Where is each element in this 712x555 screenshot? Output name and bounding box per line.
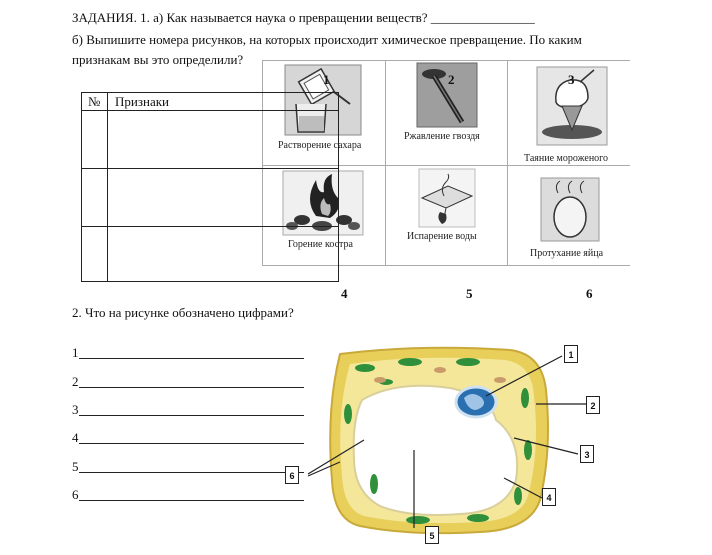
answer-line-3[interactable]: 3 [72,402,304,418]
picture-number-4: 4 [341,286,348,301]
answer-number: 1 [72,345,79,360]
grid-v3 [507,60,508,265]
answer-line-5[interactable]: 5 [72,459,304,475]
grid-bottom-line [262,265,630,266]
grid-v2 [385,60,386,265]
picture-caption-3: Таяние мороженого [524,153,609,164]
answer-table-row-line-2 [82,226,338,227]
picture-number-1: 1 [323,72,330,87]
cell-label-5: 5 [425,526,439,544]
answer-number: 5 [72,459,79,474]
picture-caption-5: Испарение воды [407,231,477,242]
grid-v1 [262,60,263,265]
task1-line-b2: признакам вы это определили? [72,52,244,67]
answer-underline [79,387,304,388]
answer-underline [79,358,304,359]
task1-line-b1: б) Выпишите номера рисунков, на которых … [72,32,582,47]
answer-number: 2 [72,374,79,389]
answer-number: 6 [72,487,79,502]
picture-number-3: 3 [568,72,575,87]
cell-label-2: 2 [586,396,600,414]
answer-number: 4 [72,430,79,445]
answer-underline [79,415,304,416]
task1-line-a: ЗАДАНИЯ. 1. а) Как называется наука о пр… [72,10,535,25]
answer-table-header-line [82,110,338,111]
answer-underline [79,500,304,501]
picture-caption-4: Горение костра [288,239,353,250]
rotten-egg-picture [540,177,600,242]
cell-label-1: 1 [564,345,578,363]
picture-number-6: 6 [586,286,593,301]
plant-cell-diagram [307,346,586,535]
answer-underline [79,472,304,473]
table-header-number: № [88,94,101,109]
grid-top-line [262,60,630,61]
answer-line-2[interactable]: 2 [72,374,304,390]
campfire-picture [282,170,364,236]
picture-number-5: 5 [466,286,473,301]
grid-mid-line [262,165,630,166]
water-evaporation-picture [418,168,476,228]
table-header-signs: Признаки [115,94,169,109]
answer-line-1[interactable]: 1 [72,345,304,361]
cell-label-6: 6 [285,466,299,484]
picture-caption-6: Протухание яйца [530,248,604,259]
task2-question: 2. Что на рисунке обозначено цифрами? [72,305,294,320]
picture-number-2: 2 [448,72,455,87]
melting-ice-cream-picture [536,66,608,146]
sugar-dissolving-picture [284,64,362,136]
answer-table-divider [107,93,108,281]
rusting-nail-picture [416,62,478,128]
answer-line-4[interactable]: 4 [72,430,304,446]
cell-label-4: 4 [542,488,556,506]
picture-caption-1: Растворение сахара [278,140,362,151]
answer-number: 3 [72,402,79,417]
picture-caption-2: Ржавление гвоздя [404,131,480,142]
answer-underline [79,443,304,444]
cell-label-3: 3 [580,445,594,463]
answer-table: № Признаки [81,92,339,282]
answer-table-row-line-1 [82,168,338,169]
answer-line-6[interactable]: 6 [72,487,304,503]
